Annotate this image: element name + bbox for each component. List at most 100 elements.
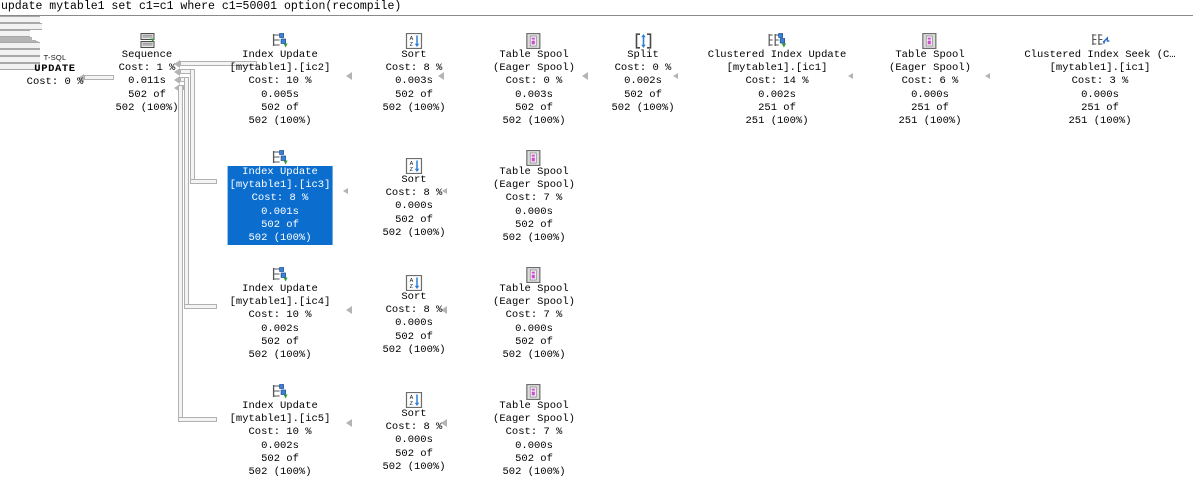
arrow-head-sort-2 <box>343 188 348 194</box>
node-actual-rows: 502 of <box>395 447 433 460</box>
node-estimated-rows: 502 (100%) <box>248 232 312 245</box>
node-estimated-rows: 502 (100%) <box>382 101 446 114</box>
node-object-name: [mytable1].[ic1] <box>726 62 828 75</box>
node-actual-rows: 251 of <box>758 101 796 114</box>
plan-node-labels: Clustered Index Update[mytable1].[ic1]Co… <box>706 49 849 128</box>
connector-indexupdate-sort-1 <box>0 16 40 23</box>
svg-text:Z: Z <box>410 401 414 407</box>
node-elapsed-time: 0.002s <box>624 75 662 88</box>
table-spool-icon <box>491 381 577 400</box>
node-operator-name: Sort <box>401 408 427 420</box>
connector-sequence-branch-2-run <box>190 179 217 184</box>
node-actual-rows: 502 of <box>515 452 553 465</box>
arrow-head-sort-4 <box>346 418 352 427</box>
arrow-head-split <box>582 71 588 80</box>
index-update-icon <box>228 381 333 400</box>
node-operator-name: Table Spool <box>895 49 965 61</box>
plan-node-labels: Clustered Index Seek (C…[mytable1].[ic1]… <box>1022 49 1177 128</box>
node-cost: Cost: 1 % <box>118 62 176 75</box>
node-object-name: [mytable1].[ic2] <box>229 62 331 75</box>
connector-sequence-branch-4-run <box>178 417 217 422</box>
connector-sequence-branch-2-drop <box>190 69 195 183</box>
index-update-icon <box>228 30 333 49</box>
node-actual-rows: 502 of <box>395 330 433 343</box>
connector-sequence-branch-3-run <box>184 304 217 309</box>
node-actual-rows: 251 of <box>911 101 949 114</box>
node-cost: Cost: 8 % <box>385 304 443 317</box>
node-elapsed-time: 0.002s <box>261 439 299 452</box>
node-cost: Cost: 10 % <box>248 75 312 88</box>
plan-node-clustered-index-update[interactable]: Clustered Index Update[mytable1].[ic1]Co… <box>706 30 849 128</box>
node-elapsed-time: 0.000s <box>395 200 433 213</box>
connector-sort-spool-4 <box>0 63 40 70</box>
node-object-name: (Eager Spool) <box>493 179 575 192</box>
svg-text:A: A <box>410 278 414 284</box>
plan-node-clustered-index-seek[interactable]: Clustered Index Seek (C…[mytable1].[ic1]… <box>1022 30 1177 128</box>
node-actual-rows: 502 of <box>515 101 553 114</box>
tsql-update-icon: T-SQL <box>43 53 67 62</box>
node-cost: Cost: 14 % <box>745 75 809 88</box>
node-elapsed-time: 0.000s <box>1081 88 1119 101</box>
connector-sequence-branch-3-drop <box>184 77 189 308</box>
svg-text:Z: Z <box>410 284 414 290</box>
node-estimated-rows: 502 (100%) <box>382 343 446 356</box>
plan-node-index-update-ic3[interactable]: Index Update[mytable1].[ic3]Cost: 8 %0.0… <box>227 147 333 246</box>
plan-node-index-update-ic4[interactable]: Index Update[mytable1].[ic4]Cost: 10 %0.… <box>228 264 333 362</box>
plan-node-index-update-ic2[interactable]: Index Update[mytable1].[ic2]Cost: 10 %0.… <box>228 30 333 128</box>
index-update-icon <box>228 147 333 166</box>
node-operator-name: Clustered Index Update <box>707 49 847 61</box>
node-cost: Cost: 8 % <box>385 62 443 75</box>
node-operator-name: Table Spool <box>499 400 569 412</box>
arrow-head-spool-1 <box>438 71 444 80</box>
node-estimated-rows: 502 (100%) <box>382 226 446 239</box>
connector-indexupdate-sort-3 <box>0 42 40 49</box>
node-operator-name: Table Spool <box>499 283 569 295</box>
table-spool-icon <box>491 147 577 166</box>
connector-indexupdate-sort-2 <box>0 40 36 41</box>
arrow-head-sequence-2 <box>174 67 180 76</box>
node-estimated-rows: 502 (100%) <box>248 349 312 362</box>
connector-sort-spool-3 <box>0 49 40 56</box>
svg-text:Z: Z <box>410 42 414 48</box>
node-actual-rows: 251 of <box>1081 101 1119 114</box>
node-object-name: (Eager Spool) <box>889 62 971 75</box>
node-elapsed-time: 0.000s <box>515 322 553 335</box>
node-cost: Cost: 6 % <box>901 75 959 88</box>
plan-node-index-update-ic5[interactable]: Index Update[mytable1].[ic5]Cost: 10 %0.… <box>228 381 333 479</box>
plan-node-labels: Index Update[mytable1].[ic5]Cost: 10 %0.… <box>228 400 333 479</box>
node-object-name: (Eager Spool) <box>493 296 575 309</box>
node-estimated-rows: 251 (100%) <box>1068 115 1132 128</box>
arrow-head-spool-3 <box>441 305 447 314</box>
node-object-name: [mytable1].[ic3] <box>229 179 331 192</box>
node-operator-name: Sort <box>401 174 427 186</box>
node-operator-name: Sequence <box>121 49 173 61</box>
node-elapsed-time: 0.000s <box>911 88 949 101</box>
node-elapsed-time: 0.000s <box>395 317 433 330</box>
arrow-head-update <box>78 73 84 82</box>
node-object-name: [mytable1].[ic4] <box>229 296 331 309</box>
sequence-icon <box>113 30 180 49</box>
node-elapsed-time: 0.002s <box>261 322 299 335</box>
arrow-head-spool-ci <box>848 73 853 79</box>
node-object-name: [mytable1].[ic5] <box>229 413 331 426</box>
node-operator-name: Sort <box>401 291 427 303</box>
node-operator-name: Index Update <box>242 166 318 178</box>
